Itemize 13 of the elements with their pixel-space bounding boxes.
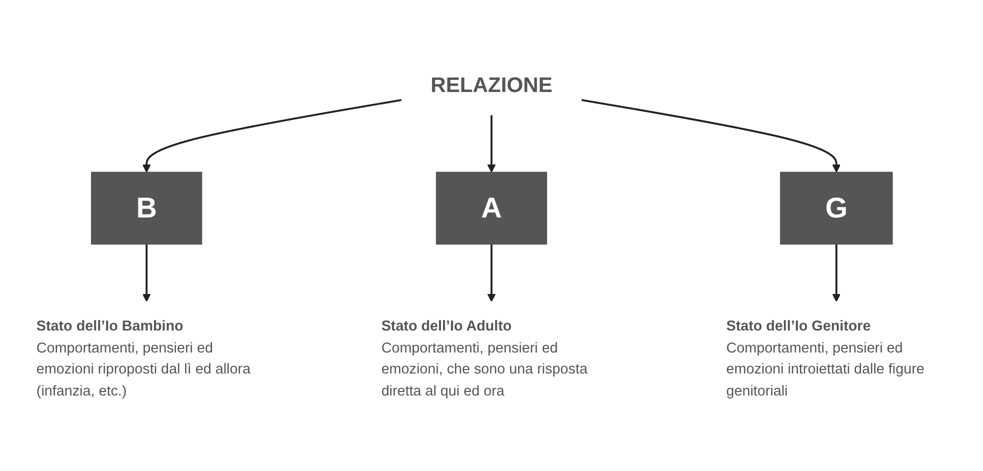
node-box: A (436, 172, 548, 245)
node-text: RELAZIONE (430, 72, 552, 97)
node-box: B (91, 172, 202, 245)
node-box: G (780, 172, 893, 245)
arrow (832, 244, 841, 302)
arrow (487, 244, 496, 302)
arrow (142, 98, 402, 173)
arrow (580, 98, 841, 173)
node-text: Stato dell’Io Genitore Comportamenti, pensieri ed emozioni introiettati dalle figure genitoriali (726, 318, 924, 399)
node-text: Stato dell’Io Bambino Comportamenti, pensieri ed emozioni riproposti dal lì ed allora (infanzia, etc.) (36, 318, 250, 399)
node-text: Stato dell’Io Adulto Comportamenti, pensieri ed emozioni, che sono una risposta diretta al qui ed ora (381, 318, 588, 399)
arrow (142, 244, 151, 302)
arrow (487, 114, 496, 173)
